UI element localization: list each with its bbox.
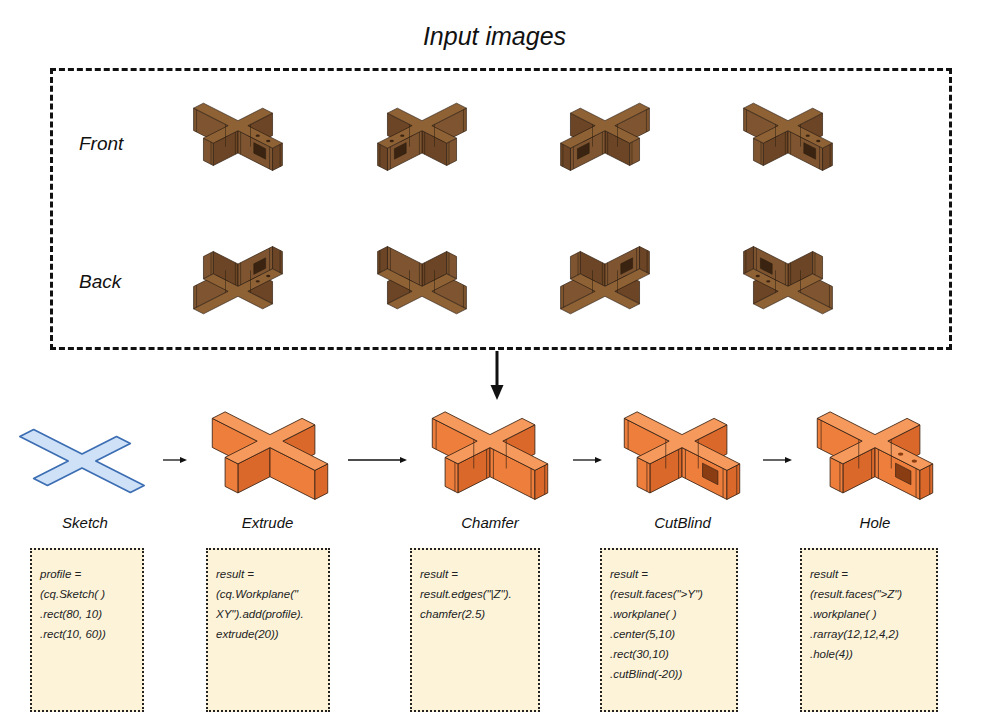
part-view	[378, 103, 467, 170]
part-view	[194, 246, 283, 313]
row-label: Back	[79, 271, 121, 293]
arrow-head	[595, 457, 602, 463]
flow-arrow	[763, 457, 792, 463]
pipeline-step: CutBlind	[605, 400, 760, 535]
part-view	[378, 246, 467, 313]
code-text: result = result.edges("|Z"). chamfer(2.5…	[420, 564, 530, 624]
pipeline-step: Chamfer	[410, 400, 570, 535]
pipeline-parts	[212, 412, 932, 500]
arrow-line	[163, 459, 181, 460]
code-box: result = (result.faces(">Y") .workplane(…	[600, 548, 738, 712]
code-box: result = result.edges("|Z"). chamfer(2.5…	[410, 548, 540, 712]
code-box: result = (cq.Workplane(" XY").add(profil…	[206, 548, 330, 712]
part-view	[744, 246, 833, 313]
arrow-head	[491, 385, 504, 400]
arrow-head	[180, 457, 187, 463]
step-name: Hole	[860, 514, 891, 531]
code-text: result = (result.faces(">Y") .workplane(…	[610, 564, 728, 684]
flow-arrow	[348, 457, 407, 463]
part-view	[561, 103, 650, 170]
arrow-line	[348, 459, 401, 460]
part-view	[194, 103, 283, 170]
diagram-title: Input images	[0, 22, 989, 51]
step-name: Sketch	[62, 514, 108, 531]
arrow-head	[400, 457, 407, 463]
step-name: Chamfer	[461, 514, 519, 531]
flow-arrow	[573, 457, 602, 463]
step-name: Extrude	[242, 514, 294, 531]
code-text: profile = (cq.Sketch( ) .rect(80, 10) .r…	[40, 564, 134, 644]
pipeline-step: Hole	[795, 400, 955, 535]
cut-part	[624, 412, 739, 500]
input-images-panel: FrontBack	[50, 68, 952, 350]
arrow-line	[496, 351, 499, 386]
arrow-head	[785, 457, 792, 463]
pipeline-step: Extrude	[190, 400, 345, 535]
flow-arrow	[491, 351, 504, 400]
part-view	[744, 103, 833, 170]
sketch-profile	[20, 430, 144, 493]
code-box: profile = (cq.Sketch( ) .rect(80, 10) .r…	[30, 548, 144, 712]
code-text: result = (cq.Workplane(" XY").add(profil…	[216, 564, 320, 644]
arrow-line	[763, 459, 786, 460]
extruded-part	[212, 412, 327, 500]
sketch-outline	[20, 430, 144, 493]
pipeline-step: Sketch	[10, 405, 160, 535]
chamfered-part	[432, 412, 547, 500]
holed-part	[817, 412, 932, 500]
row-label: Front	[79, 133, 123, 155]
flow-arrow	[163, 457, 187, 463]
part-view	[561, 246, 650, 313]
input-images	[194, 103, 833, 314]
arrow-line	[573, 459, 596, 460]
step-name: CutBlind	[654, 514, 711, 531]
code-text: result = (result.faces(">Z") .workplane(…	[810, 564, 928, 664]
code-box: result = (result.faces(">Z") .workplane(…	[800, 548, 938, 712]
